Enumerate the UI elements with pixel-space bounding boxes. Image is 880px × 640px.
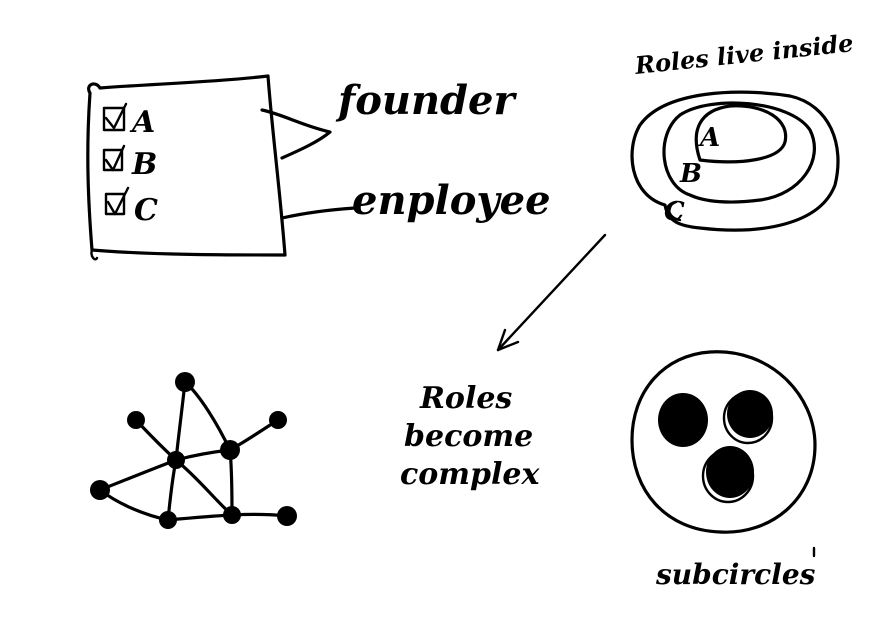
graph-node — [220, 440, 240, 460]
graph-node — [159, 511, 177, 529]
checklist-item-b: B — [131, 147, 157, 182]
checkbox-a — [102, 106, 126, 132]
employee-label: enployee — [352, 177, 551, 224]
graph-node — [167, 451, 185, 469]
middle-circle — [662, 101, 816, 204]
center-text-line-2: become — [404, 419, 533, 454]
graph-node — [223, 506, 241, 524]
circle-label-c: C — [664, 197, 685, 227]
checklist-item-a: A — [129, 105, 155, 140]
subcircle-3 — [706, 446, 754, 498]
circle-label-a: A — [697, 123, 720, 153]
roles-live-inside-caption: Roles live inside — [633, 28, 855, 80]
branch-connectors — [260, 108, 357, 220]
graph-node — [175, 372, 195, 392]
nested-roles-diagram: A B C — [630, 90, 840, 232]
center-text-line-1: Roles — [419, 381, 512, 416]
circle-label-b: B — [679, 159, 702, 189]
graph-node — [90, 480, 110, 500]
network-graph — [90, 372, 297, 529]
center-text-line-3: complex — [400, 457, 540, 492]
subcircles-caption: subcircles — [655, 558, 816, 591]
roles-become-complex-text: Roles become complex — [400, 381, 540, 492]
subcircles-diagram — [630, 350, 817, 534]
outer-subcircle — [630, 350, 817, 534]
checklist-item-c: C — [134, 193, 158, 228]
arrow — [496, 233, 607, 352]
founder-label: founder — [335, 77, 517, 124]
subcircle-1 — [658, 393, 708, 447]
graph-node — [277, 506, 297, 526]
graph-node — [269, 411, 287, 429]
subcircle-2 — [727, 390, 773, 438]
checklist-card: A B C — [86, 74, 287, 261]
outer-circle — [630, 90, 840, 232]
inner-circle — [694, 104, 788, 164]
graph-node — [127, 411, 145, 429]
